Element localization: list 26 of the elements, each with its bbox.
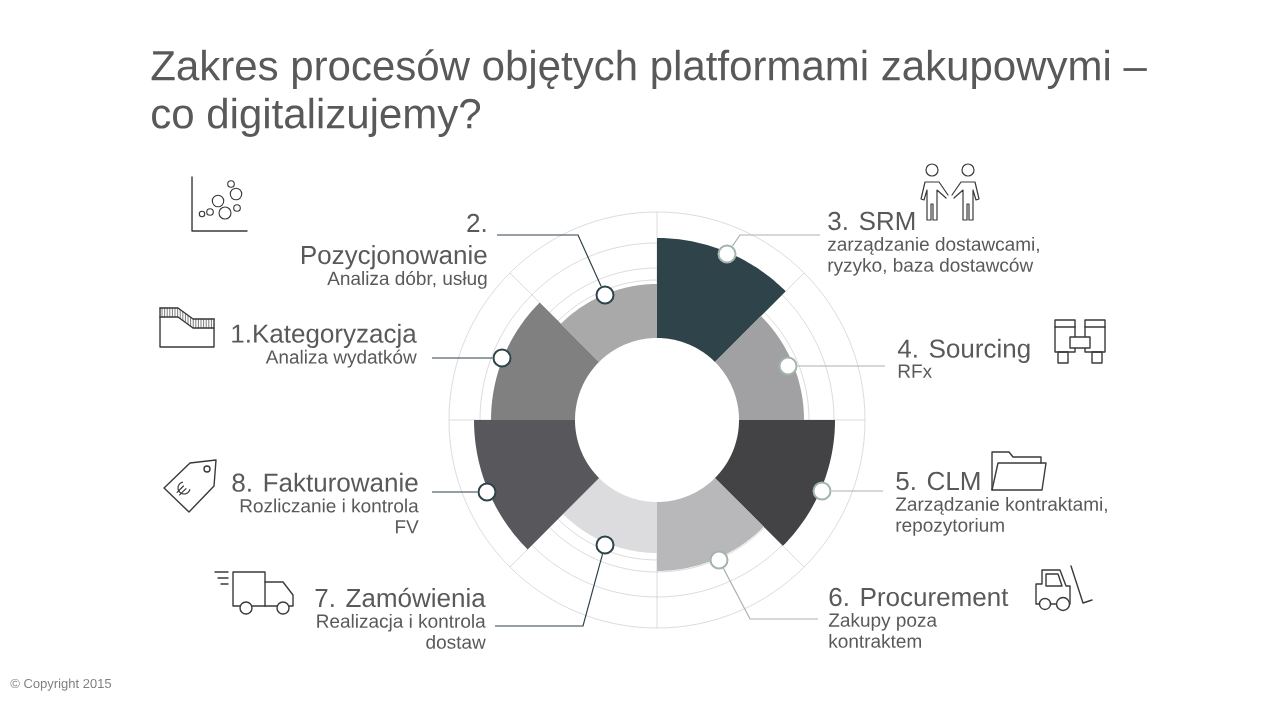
marker-circle (492, 348, 512, 368)
marker-circle (477, 482, 497, 502)
title: Zakres procesów objętych platformami zakupowymi – co digitalizujemy? (151, 49, 1147, 137)
step-label: 4. Sourcing RFx (897, 338, 1030, 378)
step-label: 2. Pozycjonowanie Analiza dóbr, usług (302, 213, 487, 289)
leader-line (431, 491, 479, 493)
leader-line (731, 234, 821, 247)
leader-line (431, 357, 494, 359)
leader-line (494, 553, 604, 627)
leader-line (722, 567, 819, 620)
marker-circle (709, 550, 729, 570)
step-label: 3. SRM zarządzanie dostawcami, ryzyko, baza dostawców (828, 211, 1039, 276)
step-label: 8. Fakturowanie Rozliczanie i kontrola FV (232, 472, 419, 534)
step-label: 5. CLM Zarządzanie kontraktami, repozytorium (895, 471, 1107, 536)
marker-circle (595, 285, 615, 305)
leader-line (796, 365, 886, 367)
marker-circle (778, 356, 798, 376)
leader-line (830, 490, 884, 492)
copyright-note: © Copyright 2015 (10, 678, 112, 691)
marker-circle (595, 535, 615, 555)
step-label: 6. Procurement Zakupy poza kontraktem (828, 587, 1009, 648)
marker-circle (717, 244, 737, 264)
marker-circle (812, 481, 832, 501)
step-label: 7. Zamówienia Realizacja i kontrola dostaw (315, 587, 486, 649)
leader-line (496, 234, 602, 287)
step-label: 1.Kategoryzacja Analiza wydatków (232, 323, 417, 368)
